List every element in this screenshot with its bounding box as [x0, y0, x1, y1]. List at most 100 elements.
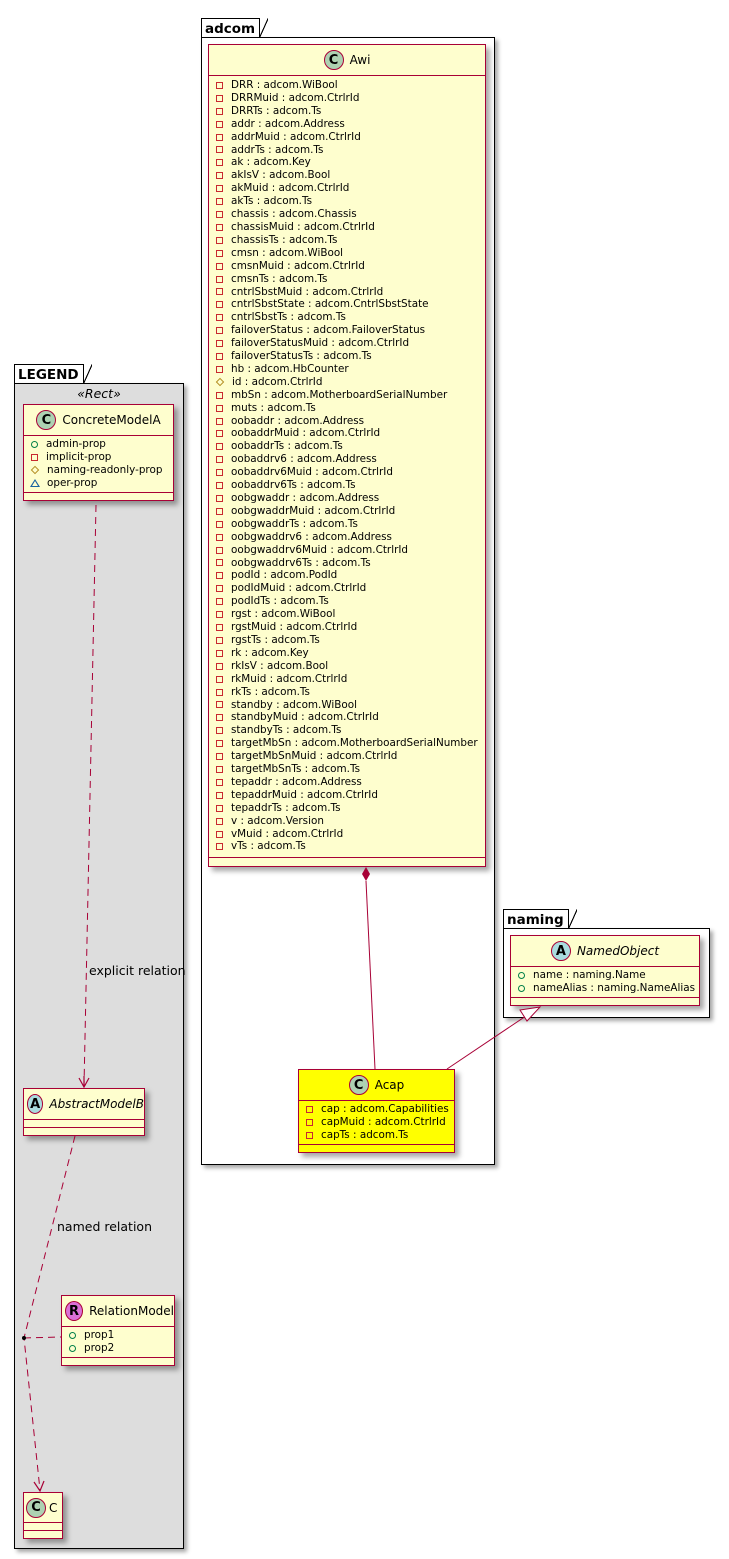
- attribute-row: targetMbSn : adcom.MotherboardSerialNumb…: [215, 737, 485, 750]
- attribute-row: tepaddr : adcom.Address: [215, 776, 485, 789]
- public-icon: [518, 984, 525, 992]
- private-icon: [216, 649, 223, 657]
- adcom-package-tab: adcom: [201, 18, 269, 38]
- attribute-row: podId : adcom.PodId: [215, 569, 485, 582]
- attribute-text: oobaddrv6Ts : adcom.Ts: [231, 479, 356, 492]
- private-icon: [216, 778, 223, 786]
- attribute-row: oobaddrv6Muid : adcom.CtrlrId: [215, 466, 485, 479]
- attribute-compartment: [24, 1523, 62, 1531]
- class-header: C Acap: [299, 1070, 454, 1101]
- private-icon: [216, 185, 223, 193]
- attribute-row: oobaddrMuid : adcom.CtrlrId: [215, 427, 485, 440]
- private-icon: [216, 146, 223, 154]
- public-icon: [31, 440, 38, 448]
- attribute-text: rkIsV : adcom.Bool: [231, 659, 329, 672]
- attribute-row: oobaddrTs : adcom.Ts: [215, 440, 485, 453]
- attribute-text: addrMuid : adcom.CtrlrId: [231, 130, 361, 143]
- attribute-text: podId : adcom.PodId: [231, 569, 338, 582]
- attribute-row: addrMuid : adcom.CtrlrId: [215, 131, 485, 144]
- attribute-text: podIdMuid : adcom.CtrlrId: [231, 582, 367, 595]
- attribute-text: oobgwaddrv6Muid : adcom.CtrlrId: [231, 543, 409, 556]
- attribute-text: akTs : adcom.Ts: [231, 195, 313, 208]
- method-compartment: [299, 1145, 454, 1152]
- private-icon: [216, 198, 223, 206]
- attribute-row: cap : adcom.Capabilities: [305, 1103, 454, 1116]
- attribute-row: addrTs : adcom.Ts: [215, 144, 485, 157]
- attribute-text: standbyMuid : adcom.CtrlrId: [231, 711, 379, 724]
- attribute-row: akMuid : adcom.CtrlrId: [215, 182, 485, 195]
- attribute-text: DRRTs : adcom.Ts: [231, 104, 322, 117]
- attribute-row: ak : adcom.Key: [215, 156, 485, 169]
- method-compartment: [511, 998, 699, 1005]
- adcom-package-label: adcom: [205, 21, 256, 37]
- attribute-text: targetMbSnTs : adcom.Ts: [231, 763, 360, 776]
- relation-icon: R: [65, 1301, 84, 1321]
- private-icon: [216, 740, 223, 748]
- attribute-row: cmsnTs : adcom.Ts: [215, 273, 485, 286]
- class-name: Acap: [374, 1078, 405, 1092]
- private-icon: [216, 430, 223, 438]
- attribute-row: oobgwaddrMuid : adcom.CtrlrId: [215, 505, 485, 518]
- attribute-text: prop1: [84, 1329, 115, 1341]
- attribute-compartment: [24, 1120, 144, 1128]
- attribute-text: oobaddrTs : adcom.Ts: [231, 440, 343, 453]
- class-icon: C: [26, 1497, 46, 1518]
- class-icon: C: [323, 50, 344, 70]
- private-icon: [216, 624, 223, 632]
- private-icon: [216, 327, 223, 335]
- attribute-text: targetMbSn : adcom.MotherboardSerialNumb…: [231, 737, 478, 750]
- attribute-row: name : naming.Name: [517, 969, 699, 982]
- private-icon: [216, 456, 223, 464]
- attribute-row: naming-readonly-prop: [30, 464, 173, 477]
- private-icon: [216, 662, 223, 670]
- private-icon: [216, 81, 223, 89]
- legend-package-label: LEGEND: [18, 367, 79, 383]
- private-icon: [216, 211, 223, 219]
- attribute-text: oper-prop: [47, 476, 98, 489]
- c-class[interactable]: C C: [23, 1492, 63, 1539]
- private-icon: [216, 572, 223, 580]
- attribute-text: DRRMuid : adcom.CtrlrId: [231, 91, 360, 104]
- abstract-icon: A: [27, 1094, 44, 1114]
- legend-package-tab: LEGEND: [14, 364, 92, 384]
- private-icon: [216, 598, 223, 606]
- method-compartment: [24, 493, 173, 500]
- attribute-row: prop2: [68, 1342, 174, 1355]
- attribute-text: oobgwaddrTs : adcom.Ts: [231, 517, 358, 530]
- attribute-text: v : adcom.Version: [231, 814, 324, 827]
- private-icon: [216, 636, 223, 644]
- private-icon: [216, 288, 223, 296]
- private-icon: [216, 275, 223, 283]
- abstract-model-class[interactable]: A AbstractModelB: [23, 1088, 145, 1136]
- private-icon: [216, 843, 223, 851]
- attribute-row: standbyMuid : adcom.CtrlrId: [215, 711, 485, 724]
- attribute-row: targetMbSnMuid : adcom.CtrlrId: [215, 750, 485, 763]
- method-compartment: [24, 1128, 144, 1135]
- attribute-row: prop1: [68, 1329, 174, 1342]
- class-icon: C: [348, 1075, 369, 1095]
- attribute-row: rkTs : adcom.Ts: [215, 686, 485, 699]
- attribute-row: targetMbSnTs : adcom.Ts: [215, 763, 485, 776]
- private-icon: [216, 107, 223, 115]
- attribute-row: DRRTs : adcom.Ts: [215, 105, 485, 118]
- attribute-text: oobaddrv6Muid : adcom.CtrlrId: [231, 466, 393, 479]
- attribute-text: ak : adcom.Key: [231, 156, 311, 169]
- private-icon: [216, 701, 223, 709]
- private-icon: [216, 675, 223, 683]
- attribute-text: tepaddr : adcom.Address: [231, 775, 362, 788]
- attribute-text: name : naming.Name: [533, 969, 646, 981]
- attribute-row: akIsV : adcom.Bool: [215, 169, 485, 182]
- attribute-text: nameAlias : naming.NameAlias: [533, 981, 695, 994]
- attribute-text: oobaddrMuid : adcom.CtrlrId: [231, 427, 381, 440]
- private-icon: [216, 120, 223, 128]
- class-name: AbstractModelB: [49, 1097, 144, 1111]
- attribute-row: capTs : adcom.Ts: [305, 1129, 454, 1142]
- private-icon: [216, 804, 223, 812]
